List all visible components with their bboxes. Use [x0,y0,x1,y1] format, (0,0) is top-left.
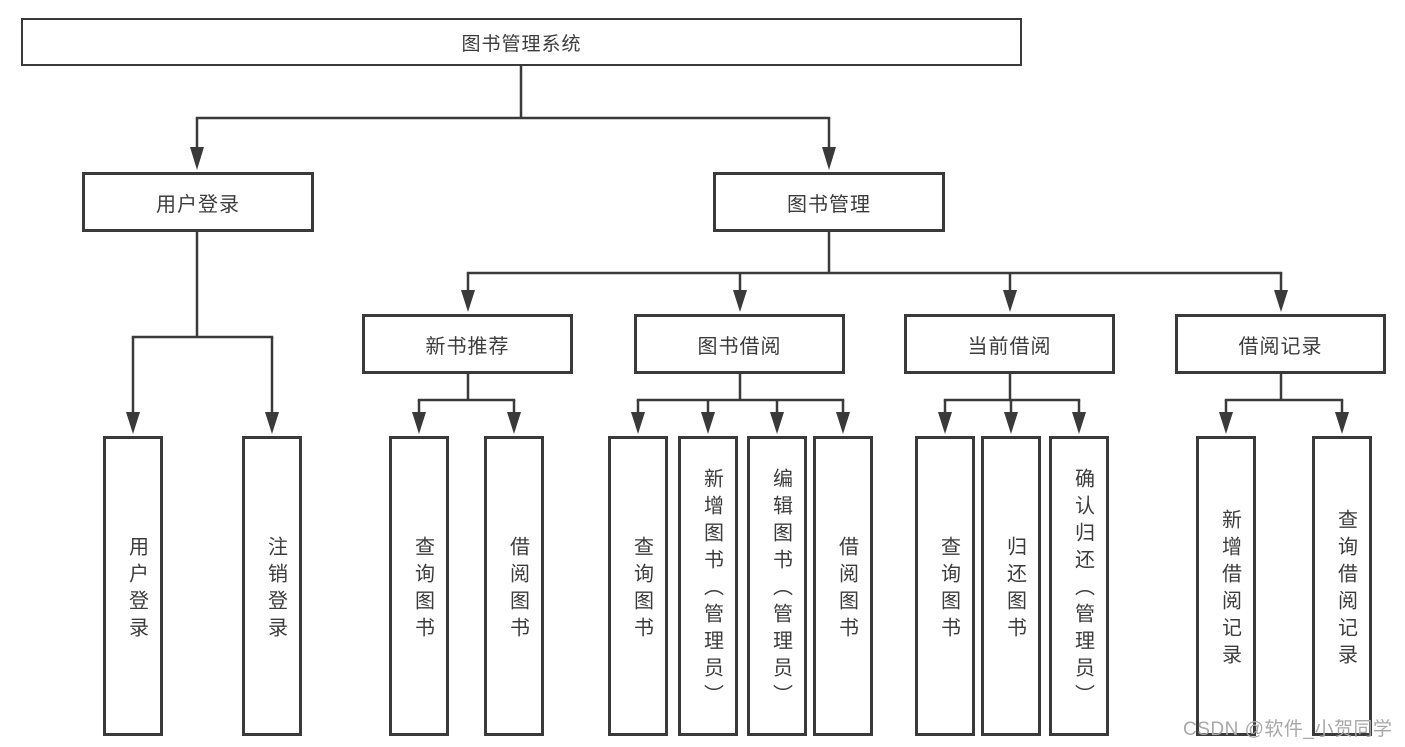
node-borrowing-records: 借阅记录 [1175,314,1386,374]
node-label: 图书借阅 [697,335,782,358]
leaf-borrow-books-2: 借阅图书 [813,436,873,736]
leaf-query-books-2: 查询图书 [608,436,668,736]
node-label: 注销登录 [264,535,287,644]
node-label: 图书管理系统 [461,33,582,55]
node-label: 确认归还（管理员） [1071,468,1094,711]
node-current-borrowing: 当前借阅 [904,314,1115,374]
csdn-watermark: CSDN @软件_小贺同学 [1183,719,1393,740]
node-label: 当前借阅 [967,335,1052,358]
node-label: 用户登录 [156,193,240,216]
leaf-query-books-1: 查询图书 [389,436,449,736]
node-user-login: 用户登录 [82,172,314,232]
leaf-add-books-admin: 新增图书（管理员） [678,436,738,736]
leaf-edit-books-admin: 编辑图书（管理员） [747,436,807,736]
leaf-user-login: 用户登录 [103,436,163,736]
leaf-query-books-3: 查询图书 [915,436,975,736]
node-label: 借阅图书 [835,535,858,644]
node-label: 新增借阅记录 [1218,508,1241,671]
node-label: 查询图书 [411,535,434,644]
node-book-management: 图书管理 [713,172,945,232]
node-label: 归还图书 [1003,535,1026,644]
node-label: 新书推荐 [425,335,510,358]
node-library-management-system: 图书管理系统 [21,18,1022,66]
node-label: 借阅图书 [506,535,529,644]
leaf-logout: 注销登录 [242,436,302,736]
node-label: 借阅记录 [1238,335,1323,358]
leaf-return-books: 归还图书 [981,436,1041,736]
leaf-query-borrow-record: 查询借阅记录 [1312,436,1372,736]
node-label: 用户登录 [125,535,148,644]
leaf-borrow-books-1: 借阅图书 [484,436,544,736]
node-label: 编辑图书（管理员） [769,468,792,711]
node-new-book-recommend: 新书推荐 [362,314,573,374]
node-book-borrowing: 图书借阅 [634,314,845,374]
node-label: 新增图书（管理员） [700,468,723,711]
leaf-confirm-return-admin: 确认归还（管理员） [1049,436,1109,736]
node-label: 查询借阅记录 [1334,508,1357,671]
node-label: 查询图书 [630,535,653,644]
node-label: 图书管理 [787,193,871,216]
node-label: 查询图书 [937,535,960,644]
leaf-add-borrow-record: 新增借阅记录 [1196,436,1256,736]
